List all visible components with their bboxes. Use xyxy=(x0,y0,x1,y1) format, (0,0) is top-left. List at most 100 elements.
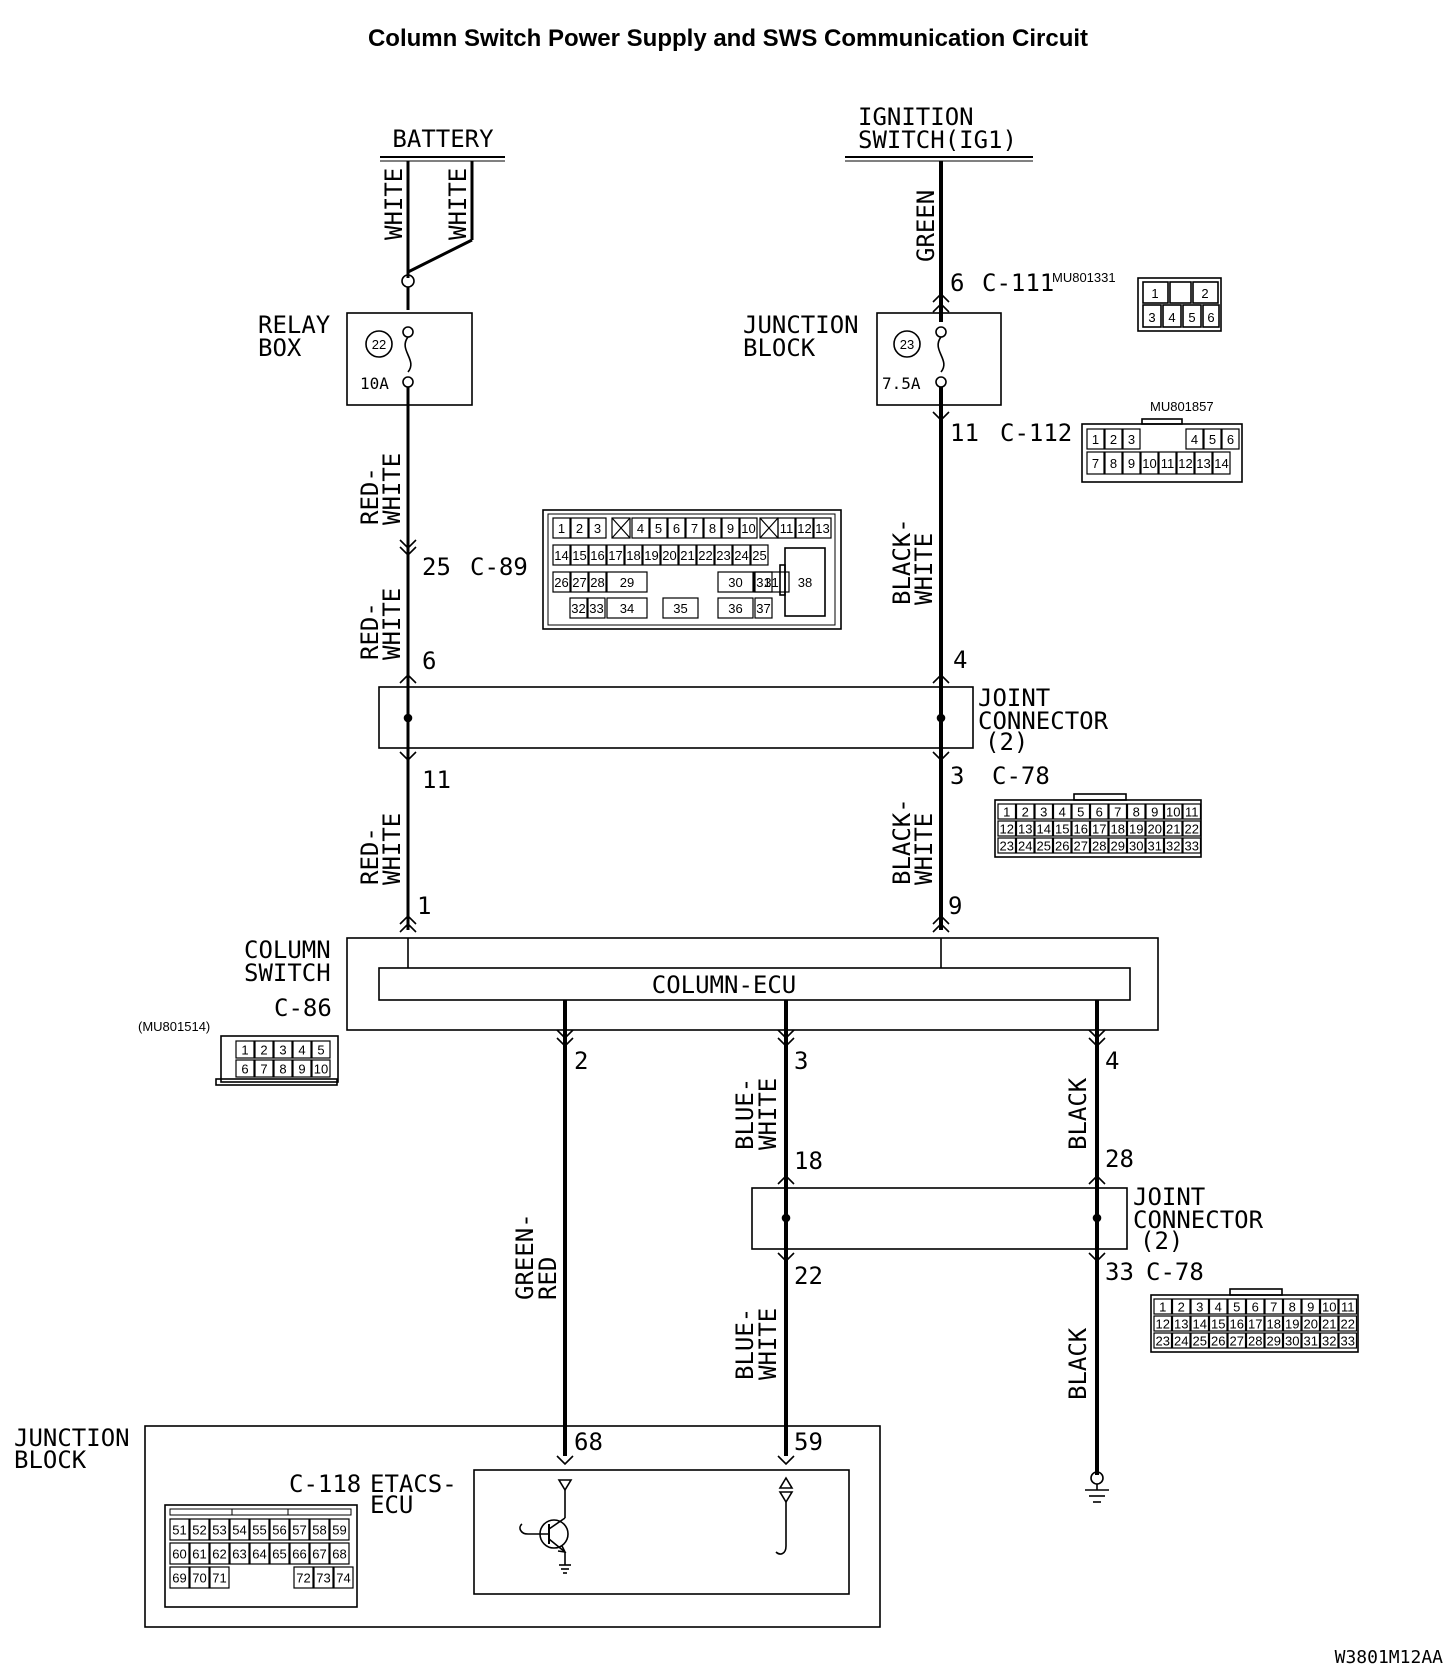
joint-2-node-left xyxy=(781,1213,791,1223)
pin-cell xyxy=(169,1518,190,1541)
fuse-22-badge xyxy=(365,330,393,358)
pin-number: 9 xyxy=(1151,805,1158,820)
pin-number: 5 xyxy=(655,521,662,536)
pin-cell xyxy=(209,1518,230,1541)
pin-cell xyxy=(1163,820,1183,837)
c112-connector-face xyxy=(1081,418,1243,483)
pin-cell xyxy=(1071,837,1091,854)
c111-connector-face xyxy=(1137,277,1222,332)
pin-cell xyxy=(329,1542,350,1565)
pin-cell xyxy=(732,544,751,566)
pin-cell xyxy=(293,1566,314,1589)
pin-cell xyxy=(1052,820,1072,837)
pin-number: 62 xyxy=(212,1547,226,1562)
pin-number: 27 xyxy=(1074,839,1088,854)
pin-cell xyxy=(289,1518,310,1541)
pin-number: 4 xyxy=(1191,432,1198,447)
pin-cell xyxy=(1071,803,1091,820)
pin-number: 8 xyxy=(1133,805,1140,820)
c111-connector-mark xyxy=(932,292,950,303)
pin-number: 25 xyxy=(752,548,766,563)
pin-number: 12 xyxy=(797,521,811,536)
c111-pin-number: 6 xyxy=(950,269,964,297)
pin-number: 7 xyxy=(260,1062,267,1077)
pin-cell xyxy=(754,597,773,619)
pin-cell xyxy=(169,1542,190,1565)
fuse-22-terminal-top xyxy=(402,326,414,338)
pin-number: 3 xyxy=(594,521,601,536)
joint-2-node-right xyxy=(1092,1213,1102,1223)
pin-cell xyxy=(552,544,571,566)
pin-number: 3 xyxy=(1196,1300,1203,1315)
pin-number: 33 xyxy=(1341,1334,1355,1349)
pin-number: 20 xyxy=(1148,822,1162,837)
pin-cell xyxy=(1089,820,1109,837)
pin-cell xyxy=(1190,1315,1210,1332)
ignition-label-1: IGNITION xyxy=(858,103,974,131)
c112-connector-name: C-112 xyxy=(1000,419,1072,447)
pin-number: 8 xyxy=(1110,456,1117,471)
pin-number: 2 xyxy=(1110,432,1117,447)
pin-number: 11 xyxy=(780,521,794,536)
pin-cell xyxy=(678,544,697,566)
pin-cell xyxy=(606,571,648,593)
joint-1-connector-name: C-78 xyxy=(992,762,1050,790)
pin-cell xyxy=(739,517,758,539)
pin-number: 14 xyxy=(554,548,568,563)
wire-label-green-red-b: RED xyxy=(534,1257,562,1300)
pin-cell xyxy=(1227,1298,1247,1315)
pin-number: 3 xyxy=(1128,432,1135,447)
pin-cell xyxy=(249,1542,270,1565)
pin-number: 6 xyxy=(1252,1300,1259,1315)
pin-cell xyxy=(1104,428,1123,450)
pin-number: 26 xyxy=(1055,839,1069,854)
pin-cell xyxy=(1182,803,1202,820)
pin-number: 31 xyxy=(1148,839,1162,854)
wire-label-black-white-2a: BLACK- xyxy=(888,798,916,885)
pin-cell xyxy=(570,517,589,539)
pin-number: 20 xyxy=(1304,1317,1318,1332)
pin-number: 61 xyxy=(192,1547,206,1562)
pin-number: 12 xyxy=(1178,456,1192,471)
pin-cell xyxy=(209,1566,230,1589)
pin-cell xyxy=(1319,1315,1339,1332)
pin-cell xyxy=(606,597,648,619)
pin-cell xyxy=(1245,1315,1265,1332)
pin-number: 6 xyxy=(241,1062,248,1077)
pin-number: 22 xyxy=(1185,822,1199,837)
c111-pin-4: 4 xyxy=(1168,310,1175,325)
pin-number: 13 xyxy=(1018,822,1032,837)
out-2-mark-b xyxy=(556,1037,574,1048)
pin-cell xyxy=(685,517,704,539)
pin-cell xyxy=(269,1542,290,1565)
pin-cell xyxy=(1171,1332,1191,1349)
pin-cell xyxy=(235,1040,255,1059)
pin-number: 2 xyxy=(576,521,583,536)
transistor-emitter xyxy=(548,1538,566,1553)
joint-2-mark-tr xyxy=(1088,1174,1106,1185)
pin-cell xyxy=(254,1059,274,1078)
pin-number: 12 xyxy=(1156,1317,1170,1332)
pin-cell xyxy=(189,1566,210,1589)
pin-cell xyxy=(1171,1315,1191,1332)
fuse-23-badge xyxy=(893,330,921,358)
c89-connector-name: C-89 xyxy=(470,553,528,581)
column-switch-pin-3: 3 xyxy=(794,1047,808,1075)
pin-number: 13 xyxy=(1174,1317,1188,1332)
pin-cell xyxy=(606,544,625,566)
pin-cell xyxy=(249,1518,270,1541)
pin-cell xyxy=(750,544,769,566)
c118-connector-face xyxy=(164,1504,358,1608)
wire-label-green: GREEN xyxy=(912,190,940,262)
pin-cell xyxy=(1163,803,1183,820)
pin-cell xyxy=(1034,820,1054,837)
pin-number: 24 xyxy=(1018,839,1032,854)
pin-number: 10 xyxy=(1142,456,1156,471)
fuse-22-terminal-bottom xyxy=(402,376,414,388)
pin-number: 5 xyxy=(1077,805,1084,820)
pin-number: 10 xyxy=(1166,805,1180,820)
column-switch-pin-2: 2 xyxy=(574,1047,588,1075)
pin-number: 32 xyxy=(571,601,585,616)
wire-label-red-white-1a: RED- xyxy=(356,467,384,525)
battery-label: BATTERY xyxy=(392,125,494,153)
